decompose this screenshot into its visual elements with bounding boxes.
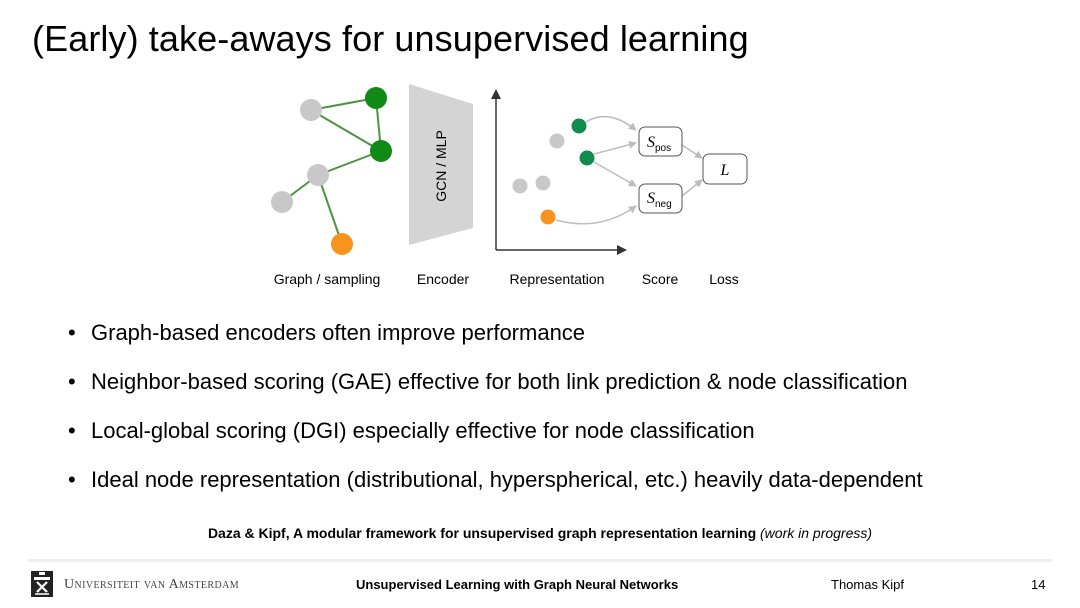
bullet-dot: • [68, 369, 76, 394]
bullet-text: Ideal node representation (distributiona… [91, 467, 923, 492]
graph-node-green [370, 140, 392, 162]
rep-point-green [571, 118, 587, 134]
encoder-block [409, 84, 473, 245]
arrow [593, 140, 637, 155]
bullet-dot: • [68, 467, 76, 492]
graph-node-gray [300, 99, 322, 121]
bullet-dot: • [68, 320, 76, 345]
score-neg-sub: neg [655, 199, 672, 210]
bullet-item: • Neighbor-based scoring (GAE) effective … [66, 367, 923, 416]
slide-title: (Early) take-aways for unsupervised lear… [32, 18, 749, 59]
graph-edges [281, 97, 382, 245]
university-logo-icon [31, 571, 53, 597]
bullet-dot: • [68, 418, 76, 443]
loss-label: L [720, 162, 730, 179]
score-pos-base: S [647, 134, 655, 151]
svg-text:Sneg: Sneg [647, 190, 672, 210]
bullet-item: • Local-global scoring (DGI) especially e… [66, 416, 923, 465]
score-arrows [555, 115, 703, 225]
graph-edge [310, 97, 377, 111]
arrow [681, 179, 703, 197]
citation-main: Daza & Kipf, A modular framework for uns… [207, 525, 757, 541]
stage-label-score: Score [642, 271, 679, 287]
rep-point-green [579, 150, 595, 166]
graph-nodes [271, 87, 392, 255]
rep-point-gray [549, 133, 565, 149]
stage-label-representation: Representation [510, 271, 605, 287]
stage-label-encoder: Encoder [417, 271, 469, 287]
rep-point-orange [540, 209, 556, 225]
citation-note: (work in progress) [760, 525, 873, 541]
score-pos-box: Spos [638, 126, 683, 157]
author-name: Thomas Kipf [831, 577, 904, 592]
bullet-text: Neighbor-based scoring (GAE) effective f… [91, 369, 908, 394]
talk-title: Unsupervised Learning with Graph Neural … [356, 577, 679, 592]
svg-text:Spos: Spos [647, 134, 671, 154]
stage-label-graph: Graph / sampling [274, 271, 381, 287]
bullet-text: Local-global scoring (DGI) especially ef… [91, 418, 755, 443]
arrow [555, 205, 637, 225]
representation-points [512, 118, 595, 225]
citation: Daza & Kipf, A modular framework for uns… [0, 525, 1080, 541]
university-name: Universiteit van Amsterdam [64, 577, 239, 592]
footer-divider [28, 559, 1052, 562]
loss-box: L [702, 153, 748, 185]
graph-node-gray [307, 164, 329, 186]
encoder-text: GCN / MLP [433, 130, 449, 202]
page-number: 14 [1031, 577, 1046, 592]
arrow [593, 161, 637, 187]
score-neg-base: S [647, 190, 655, 207]
bullet-item: • Graph-based encoders often improve perf… [66, 318, 923, 367]
arrow [585, 115, 637, 131]
rep-point-gray [535, 175, 551, 191]
rep-point-gray [512, 178, 528, 194]
stage-label-loss: Loss [709, 271, 739, 287]
graph-edge [317, 150, 382, 176]
bullet-list: • Graph-based encoders often improve perf… [66, 318, 923, 514]
score-pos-sub: pos [655, 143, 671, 154]
graph-edge [317, 174, 343, 245]
graph-edge [310, 109, 382, 152]
graph-node-green [365, 87, 387, 109]
graph-node-gray [271, 191, 293, 213]
score-neg-box: Sneg [638, 183, 683, 214]
bullet-item: • Ideal node representation (distribution… [66, 465, 923, 514]
bullet-text: Graph-based encoders often improve perfo… [91, 320, 586, 345]
arrow [681, 144, 703, 159]
graph-node-orange [331, 233, 353, 255]
slide-footer: Universiteit van Amsterdam Unsupervised … [0, 571, 1080, 601]
pipeline-diagram: GCN / MLP Spos Sneg L Graph / sampling E… [271, 84, 748, 287]
